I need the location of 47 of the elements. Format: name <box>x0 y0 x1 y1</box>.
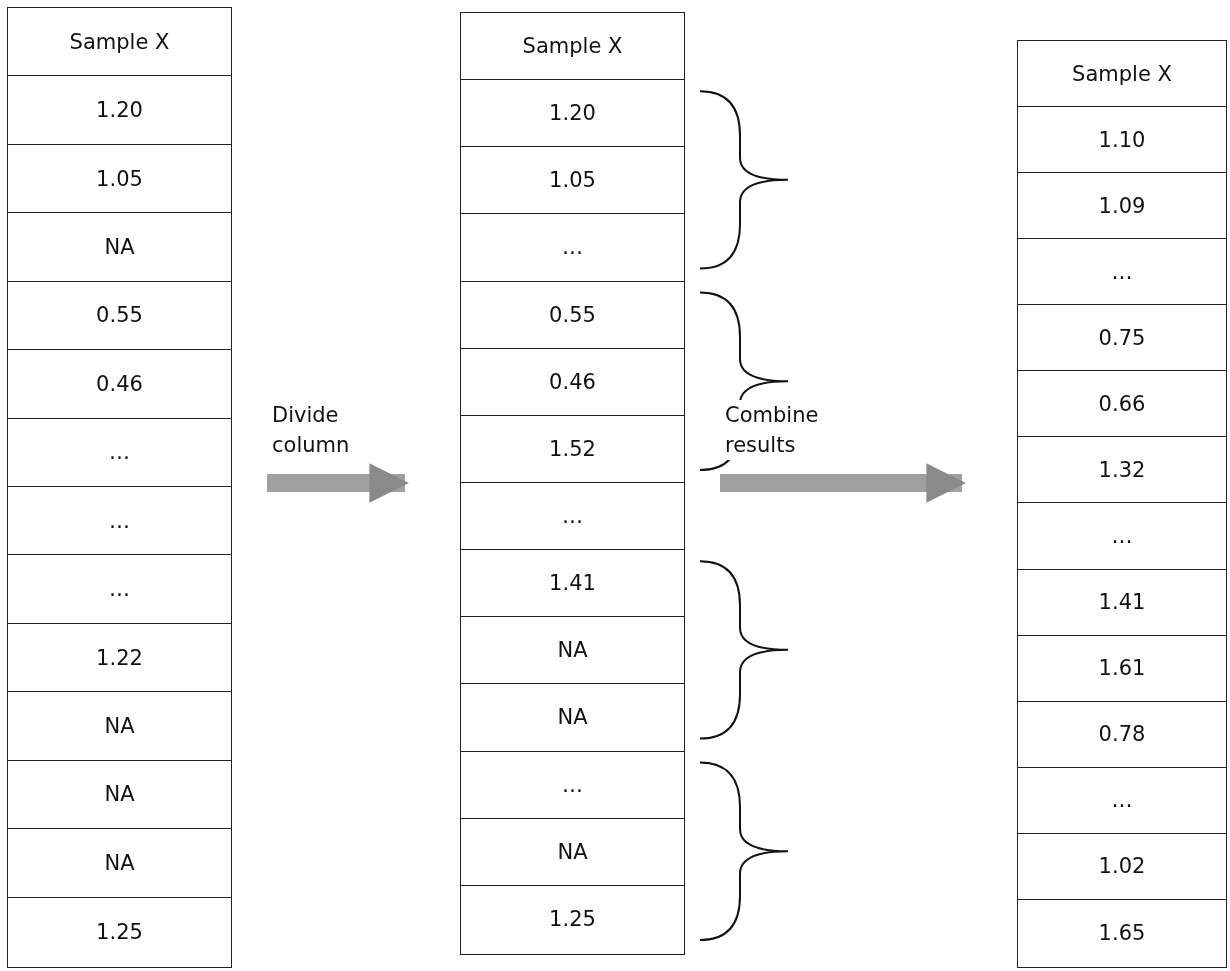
table-cell: 0.78 <box>1018 701 1226 768</box>
table-cell: … <box>461 751 684 819</box>
table-cell: NA <box>8 829 231 898</box>
table-cell: Sample X <box>461 13 684 81</box>
table-cell: NA <box>8 760 231 830</box>
table-cell: NA <box>461 684 684 752</box>
table-cell: NA <box>8 213 231 282</box>
table-cell: 1.65 <box>1018 899 1226 966</box>
table-cell: 0.75 <box>1018 305 1226 372</box>
table-cell: … <box>8 487 231 556</box>
table-cell: 0.46 <box>8 350 231 419</box>
table-cell: 1.52 <box>461 415 684 483</box>
table-cell: 0.55 <box>8 281 231 351</box>
table-cell: … <box>461 483 684 551</box>
table-cell: Sample X <box>1018 41 1226 108</box>
table-column <box>7 7 232 968</box>
table-cell: 1.41 <box>1018 569 1226 636</box>
table-cell: 1.20 <box>461 80 684 148</box>
table-cell: 1.02 <box>1018 833 1226 900</box>
table-cell: 1.05 <box>461 147 684 215</box>
table-cell: 0.55 <box>461 281 684 349</box>
table-cell: 1.32 <box>1018 437 1226 504</box>
table-cell: 1.25 <box>8 897 231 966</box>
table-cell: NA <box>461 617 684 685</box>
table-cell: … <box>8 555 231 624</box>
table-cell: 1.61 <box>1018 635 1226 702</box>
table-cell: 0.66 <box>1018 371 1226 438</box>
table-cell: 0.46 <box>461 348 684 416</box>
table-cell: … <box>1018 767 1226 834</box>
table-cell: 1.05 <box>8 144 231 214</box>
table-column <box>460 12 685 955</box>
table-cell: … <box>8 418 231 487</box>
table-cell: 1.20 <box>8 76 231 145</box>
table-cell: 1.10 <box>1018 107 1226 174</box>
table-cell: 1.41 <box>461 550 684 618</box>
table-cell: … <box>1018 239 1226 306</box>
table-cell: NA <box>461 818 684 886</box>
table-cell: … <box>1018 503 1226 570</box>
table-cell: 1.22 <box>8 623 231 693</box>
table-cell: … <box>461 214 684 282</box>
table-cell: 1.25 <box>461 885 684 953</box>
block-arrow <box>267 463 409 503</box>
table-cell: Sample X <box>8 8 231 77</box>
table-cell: 1.09 <box>1018 173 1226 240</box>
block-arrow <box>720 463 966 503</box>
table-column <box>1017 40 1227 968</box>
table-cell: NA <box>8 692 231 761</box>
